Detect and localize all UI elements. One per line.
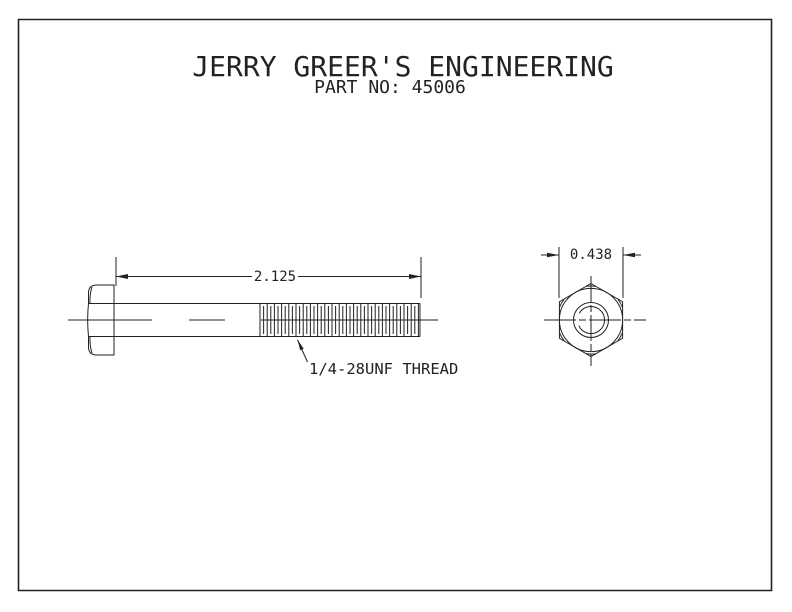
hexagon-outline (559, 284, 622, 357)
thread-note-leader: 1/4-28UNF THREAD (297, 339, 458, 378)
sheet-border (19, 20, 772, 591)
part-number-line: PART NO: 45006 (314, 77, 466, 98)
dimension-arrow-left (116, 274, 128, 279)
dimension-arrow-right (409, 274, 421, 279)
inner-chamfer-arc (579, 306, 605, 333)
dimension-arrow-right (623, 252, 635, 258)
width-dimension-text: 0.438 (570, 247, 612, 263)
drawing-title: JERRY GREER'S ENGINEERING (192, 50, 613, 83)
bolt-head (88, 285, 114, 355)
length-dimension: 2.125 (116, 257, 421, 298)
thread-note-text: 1/4-28UNF THREAD (309, 360, 458, 378)
thread-hatching (260, 304, 418, 337)
dimension-arrow-left (547, 252, 559, 258)
hex-corner-arcs (560, 286, 623, 354)
length-dimension-text: 2.125 (254, 269, 296, 285)
shank-circle (574, 303, 609, 338)
leader-arrow (297, 339, 304, 351)
bolt-end-view: 0.438 (541, 247, 646, 366)
chamfer-circle (559, 288, 622, 351)
bolt-side-view: 2.125 1/4-28UNF THREAD (68, 257, 458, 378)
width-dimension: 0.438 (541, 247, 641, 298)
